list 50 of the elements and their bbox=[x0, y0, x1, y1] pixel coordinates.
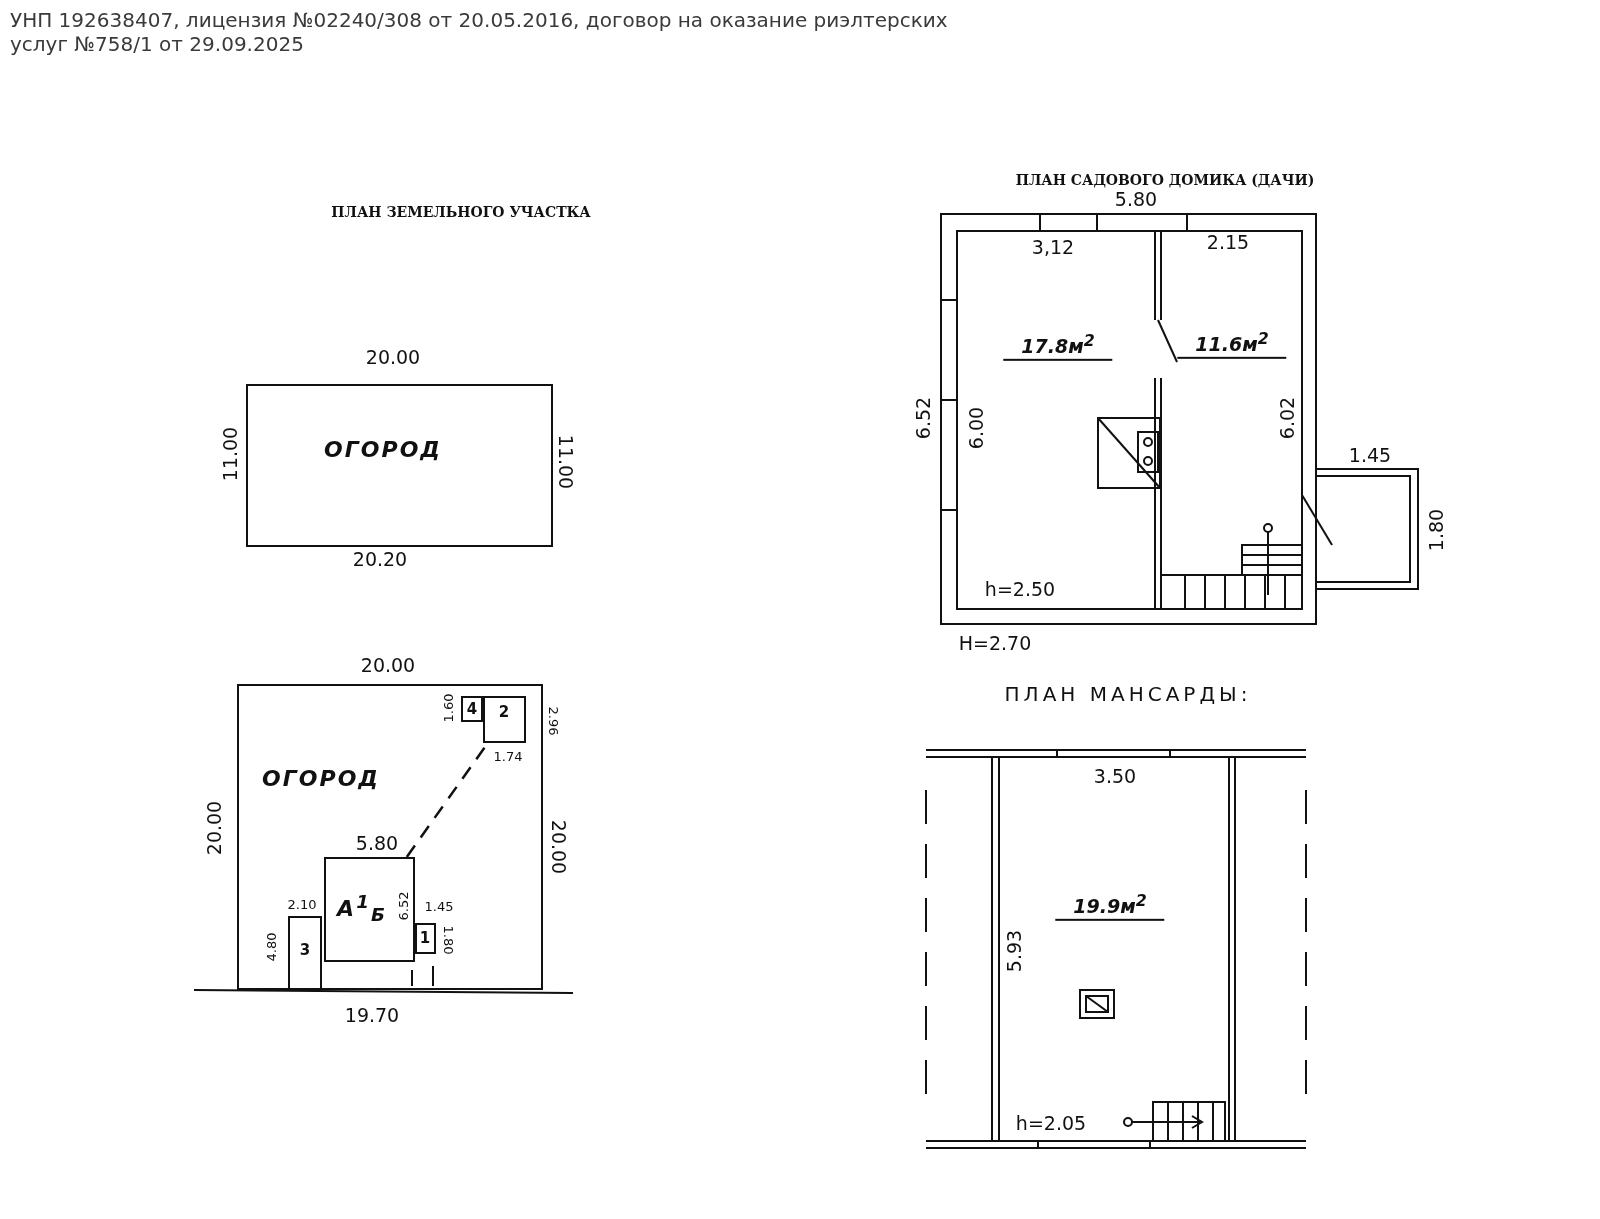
building-box bbox=[324, 857, 415, 962]
dimension-label: Н=2.70 bbox=[958, 632, 1032, 654]
dimension-label: 1.80 bbox=[440, 925, 456, 955]
plan-title: ПЛАН САДОВОГО ДОМИКА (ДАЧИ) bbox=[1015, 172, 1315, 188]
building-label: 3 bbox=[299, 941, 311, 959]
dimension-label: 2.15 bbox=[1206, 231, 1250, 253]
dimension-label: 3,12 bbox=[1031, 236, 1075, 258]
dimension-label: 11.00 bbox=[219, 426, 241, 482]
dimension-label: 5.93 bbox=[1003, 929, 1025, 973]
land-plot-box bbox=[237, 684, 543, 990]
dimension-label: 11.00 bbox=[555, 434, 577, 490]
dimension-label: 1.45 bbox=[1348, 444, 1392, 466]
dimension-label: 5.80 bbox=[1114, 188, 1158, 210]
dimension-label: 5.80 bbox=[355, 832, 399, 854]
dimension-label: 1.45 bbox=[424, 898, 454, 914]
building-label: 2 bbox=[498, 703, 510, 721]
dimension-label: 6.02 bbox=[1276, 396, 1298, 440]
dimension-label: 1.60 bbox=[440, 693, 456, 723]
dimension-label: 4.80 bbox=[263, 932, 279, 962]
building-label: ОГОРОД bbox=[324, 436, 442, 462]
dimension-label: 20.00 bbox=[360, 654, 416, 676]
building-box bbox=[415, 923, 436, 954]
building-box bbox=[483, 696, 526, 743]
building-box bbox=[461, 696, 483, 722]
dimension-label: h=2.50 bbox=[984, 578, 1056, 600]
area-label: 19.9м$^{2}$ bbox=[1055, 890, 1165, 922]
dimension-label: 20.00 bbox=[203, 800, 225, 856]
dimension-label: h=2.05 bbox=[1015, 1112, 1087, 1134]
building-box bbox=[288, 916, 322, 990]
dimension-label: 20.20 bbox=[352, 548, 408, 570]
area-label: 17.8м$^{2}$ bbox=[1003, 330, 1113, 362]
dimension-label: 6.00 bbox=[965, 406, 987, 450]
dimension-label: 1.74 bbox=[493, 748, 523, 764]
land-plot-box bbox=[246, 384, 553, 547]
dimension-label: 6.52 bbox=[395, 891, 411, 921]
dimension-label: 2.96 bbox=[545, 706, 561, 736]
dimension-label: 3.50 bbox=[1093, 765, 1137, 787]
building-label: ОГОРОД bbox=[262, 765, 380, 791]
building-label: 4 bbox=[466, 700, 478, 718]
dimension-label: 20.00 bbox=[365, 346, 421, 368]
dimension-label: 2.10 bbox=[287, 896, 317, 912]
building-label: 1 bbox=[419, 929, 431, 947]
dimension-label: 19.70 bbox=[344, 1004, 400, 1026]
header-text: УНП 192638407, лицензия №02240/308 от 20.05.2016, договор на оказание риэлтерских услуг №758/1 от 29.09.2025 bbox=[10, 8, 949, 56]
dimension-label: 1.80 bbox=[1425, 508, 1447, 552]
plan-title: ПЛАН ЗЕМЕЛЬНОГО УЧАСТКА bbox=[331, 204, 591, 220]
dimension-label: 6.52 bbox=[912, 396, 934, 440]
dimension-label: 20.00 bbox=[548, 819, 570, 875]
area-label: 11.6м$^{2}$ bbox=[1177, 328, 1287, 360]
plan-title: ПЛАН МАНСАРДЫ: bbox=[1004, 682, 1252, 706]
